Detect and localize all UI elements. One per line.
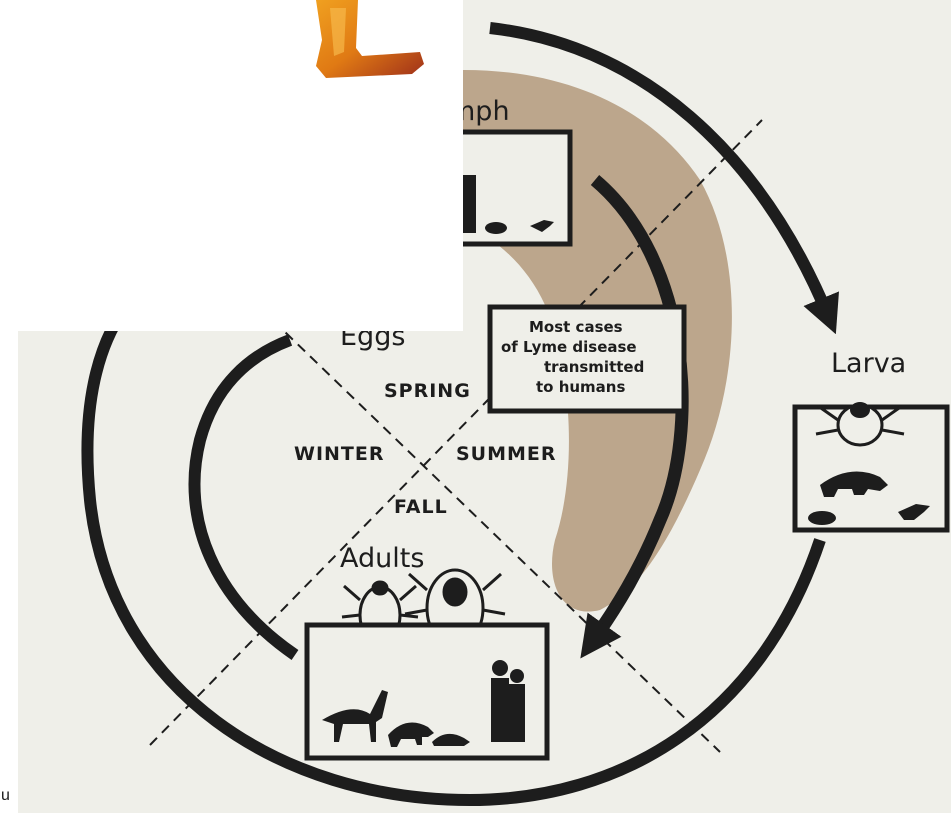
mouse-icon xyxy=(808,511,836,525)
adults-stage-label: Adults xyxy=(340,543,424,574)
season-fall: FALL xyxy=(394,496,448,518)
note-line: Most cases xyxy=(529,318,623,336)
white-overlay-panel xyxy=(0,0,463,331)
margin-mark: u xyxy=(1,787,10,804)
season-spring: SPRING xyxy=(384,380,471,402)
human-icon xyxy=(462,175,476,233)
larva-stage-label: Larva xyxy=(831,348,906,379)
season-winter: WINTER xyxy=(294,443,385,465)
season-summer: SUMMER xyxy=(456,443,557,465)
note-line: transmitted xyxy=(544,358,644,376)
mouse-icon xyxy=(485,222,507,234)
note-line: to humans xyxy=(536,378,625,396)
note-line: of Lyme disease xyxy=(501,338,637,356)
